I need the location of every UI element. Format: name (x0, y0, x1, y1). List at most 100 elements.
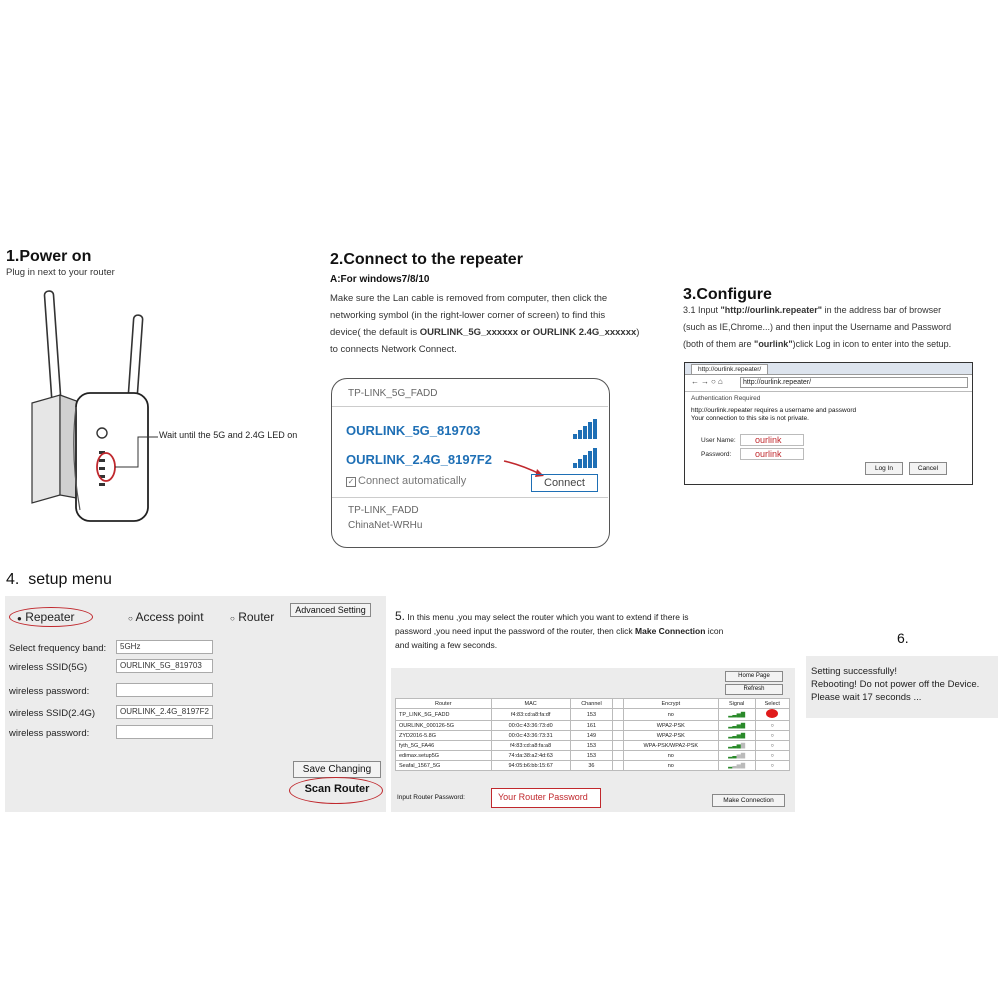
router-scan-panel: Home Page Refresh Router MAC Channel Enc… (391, 668, 795, 812)
step2-line2: networking symbol (in the right-lower co… (330, 310, 606, 321)
step1-callout: Wait until the 5G and 2.4G LED on (159, 430, 298, 440)
select-radio[interactable]: ○ (754, 720, 791, 731)
mode-router-radio[interactable]: ○ Router (230, 610, 274, 624)
browser-auth-window: http://ourlink.repeater/ ←→○⌂ http://our… (684, 362, 973, 485)
radio-selected-icon: ● (17, 614, 22, 623)
step3-line3: (both of them are "ourlink")click Log in… (683, 339, 952, 349)
status-text: Setting successfully! Rebooting! Do not … (811, 665, 979, 704)
router-password-input[interactable]: Your Router Password (491, 788, 601, 808)
status-line3: Please wait 17 seconds ... (811, 692, 922, 703)
login-button[interactable]: Log In (865, 462, 903, 475)
browser-tab[interactable]: http://ourlink.repeater/ (691, 364, 769, 374)
auth-message-2: Your connection to this site is not priv… (691, 415, 809, 422)
signal-icon: ▂▃▅▇ (717, 740, 756, 751)
router-password-label: Input Router Password: (397, 794, 465, 801)
radio-selected-icon (766, 709, 779, 718)
ssid24-input[interactable]: OURLINK_2.4G_8197F2 (116, 705, 213, 719)
select-radio[interactable] (754, 708, 791, 721)
wifi-top-network[interactable]: TP-LINK_5G_FADD (348, 388, 438, 399)
step3-line2: (such as IE,Chrome...) and then input th… (683, 322, 952, 332)
status-line1: Setting successfully! (811, 666, 898, 677)
wifi-network-2g[interactable]: OURLINK_2.4G_8197F2 (346, 452, 492, 467)
radio-icon: ○ (128, 614, 133, 623)
step5-instructions: 5. In this menu ,you may select the rout… (395, 609, 795, 652)
col-blank (612, 698, 624, 709)
ssid5-input[interactable]: OURLINK_5G_819703 (116, 659, 213, 673)
mode-access-point-radio[interactable]: ○ Access point (128, 610, 204, 624)
setup-menu-panel: ● Repeater ○ Access point ○ Router Advan… (5, 596, 386, 812)
step4-title: 4. setup menu (6, 571, 112, 588)
home-page-button[interactable]: Home Page (725, 671, 783, 682)
col-mac: MAC (490, 698, 571, 709)
col-router: Router (395, 698, 492, 709)
advanced-setting-button[interactable]: Advanced Setting (290, 603, 371, 617)
connect-button[interactable]: Connect (531, 474, 598, 492)
password-label: Password: (701, 451, 732, 458)
router-table: Router MAC Channel Encrypt Signal Select… (395, 698, 791, 771)
select-radio[interactable]: ○ (754, 760, 791, 771)
step1-title: 1.Power on (6, 248, 92, 265)
signal-icon: ▂▃▅▇ (717, 730, 756, 741)
username-label: User Name: (701, 437, 736, 444)
save-changing-button[interactable]: Save Changing (293, 761, 381, 778)
frequency-label: Select frequency band: (9, 643, 107, 654)
signal-icon (573, 448, 599, 468)
wifi-bottom-network-2[interactable]: ChinaNet-WRHu (348, 520, 423, 531)
mode-repeater-radio[interactable]: ● Repeater (17, 610, 75, 624)
auto-connect-checkbox[interactable]: ✓Connect automatically (346, 475, 466, 487)
address-bar[interactable]: http://ourlink.repeater/ (740, 377, 968, 388)
step2-line3: device( the default is OURLINK_5G_xxxxxx… (330, 327, 640, 338)
repeater-device-illustration (31, 290, 158, 522)
step2-instructions: Make sure the Lan cable is removed from … (330, 290, 660, 358)
col-select: Select (754, 698, 791, 709)
signal-icon: ▂▃▅▇ (717, 750, 756, 761)
pw24-input[interactable] (116, 725, 213, 739)
signal-icon: ▂▃▅▇ (717, 708, 756, 721)
auto-connect-label: Connect automatically (358, 475, 467, 487)
select-radio[interactable]: ○ (754, 740, 791, 751)
step6-title: 6. (897, 630, 909, 646)
signal-icon: ▂▃▅▇ (717, 760, 756, 771)
divider (332, 406, 608, 407)
step2-line1: Make sure the Lan cable is removed from … (330, 293, 608, 304)
cancel-button[interactable]: Cancel (909, 462, 947, 475)
mode-repeater-label: Repeater (25, 610, 75, 624)
password-input[interactable]: ourlink (740, 448, 804, 460)
step3-line1: 3.1 Input "http://ourlink.repeater" in t… (683, 305, 942, 315)
ssid24-label: wireless SSID(2.4G) (9, 708, 96, 719)
refresh-button[interactable]: Refresh (725, 684, 783, 695)
select-radio[interactable]: ○ (754, 730, 791, 741)
auth-required-label: Authentication Required (691, 395, 761, 402)
signal-icon: ▂▃▅▇ (717, 720, 756, 731)
scan-router-button[interactable]: Scan Router (304, 783, 370, 795)
table-header-row: Router MAC Channel Encrypt Signal Select (395, 698, 791, 709)
scan-highlight (289, 777, 383, 804)
make-connection-button[interactable]: Make Connection (712, 794, 785, 807)
username-input[interactable]: ourlink (740, 434, 804, 446)
select-radio[interactable]: ○ (754, 750, 791, 761)
auth-message-1: http://ourlink.repeater requires a usern… (691, 407, 857, 414)
frequency-select[interactable]: 5GHz (116, 640, 213, 654)
step5-line3: and waiting a few seconds. (395, 640, 498, 650)
pw5-label: wireless password: (9, 686, 90, 697)
radio-icon: ○ (230, 614, 235, 623)
col-encrypt: Encrypt (622, 698, 719, 709)
col-channel: Channel (569, 698, 614, 709)
nav-icons[interactable]: ←→○⌂ (691, 377, 725, 386)
reboot-status-panel: Setting successfully! Rebooting! Do not … (806, 656, 998, 718)
wifi-bottom-network-1[interactable]: TP-LINK_FADD (348, 505, 419, 516)
step5-line1: 5. In this menu ,you may select the rout… (395, 609, 689, 623)
browser-tabbar: http://ourlink.repeater/ (685, 363, 972, 375)
signal-icon (573, 419, 599, 439)
wifi-network-5g[interactable]: OURLINK_5G_819703 (346, 423, 481, 438)
repeater-highlight (9, 607, 93, 627)
pw5-input[interactable] (116, 683, 213, 697)
step3-instructions: 3.1 Input "http://ourlink.repeater" in t… (683, 302, 998, 353)
divider (685, 391, 972, 392)
